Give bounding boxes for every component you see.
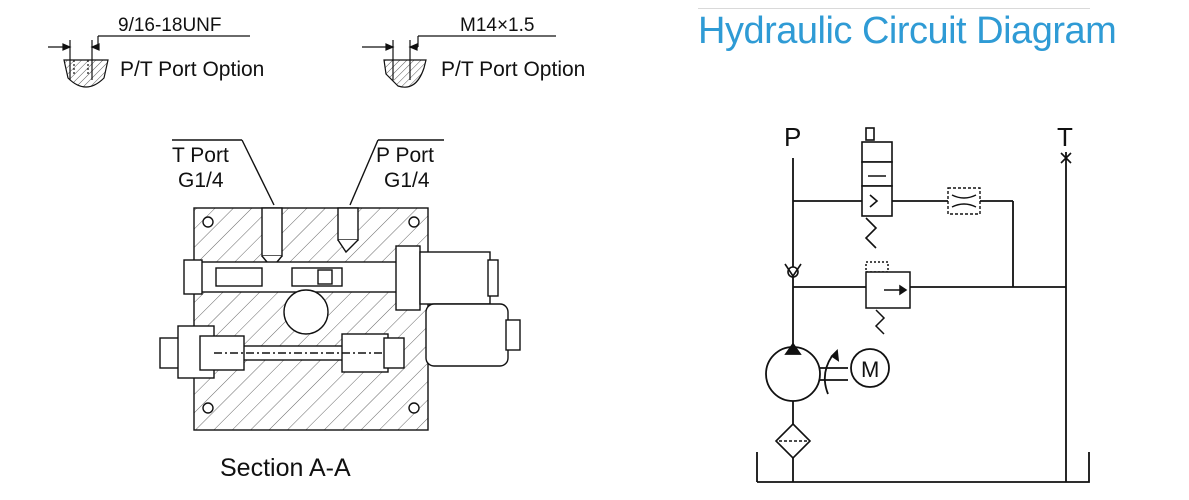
thread-spec-unf: 9/16-18UNF xyxy=(118,15,222,36)
tank-port-marker xyxy=(1060,152,1072,164)
motor-label: M xyxy=(861,357,879,382)
orifice-icon xyxy=(947,187,981,215)
thread-callout-metric xyxy=(362,35,556,88)
filter-icon xyxy=(774,422,812,460)
pressure-port-label: P xyxy=(784,122,801,152)
thread-option-label-metric: P/T Port Option xyxy=(441,58,585,81)
section-view xyxy=(159,139,521,431)
reservoir-tank xyxy=(756,452,1090,483)
section-caption: Section A-A xyxy=(220,454,351,482)
t-port-label-line2: G1/4 xyxy=(178,169,224,192)
relief-valve-icon xyxy=(865,261,911,335)
solenoid-valve-icon xyxy=(861,127,893,249)
t-port-label-line1: T Port xyxy=(172,144,229,167)
p-port-label-line1: P Port xyxy=(376,144,434,167)
hydraulic-circuit xyxy=(756,152,1090,483)
thread-callout-unf xyxy=(48,35,250,88)
thread-option-label-unf: P/T Port Option xyxy=(120,58,264,81)
p-port-label-line2: G1/4 xyxy=(384,169,430,192)
check-valve-icon xyxy=(784,263,802,278)
title-rule xyxy=(698,8,1090,9)
thread-spec-metric: M14×1.5 xyxy=(460,15,534,36)
circuit-diagram-title: Hydraulic Circuit Diagram xyxy=(698,10,1117,52)
motor-icon xyxy=(850,348,890,388)
pump-icon xyxy=(765,342,848,402)
tank-port-label: T xyxy=(1057,122,1073,152)
